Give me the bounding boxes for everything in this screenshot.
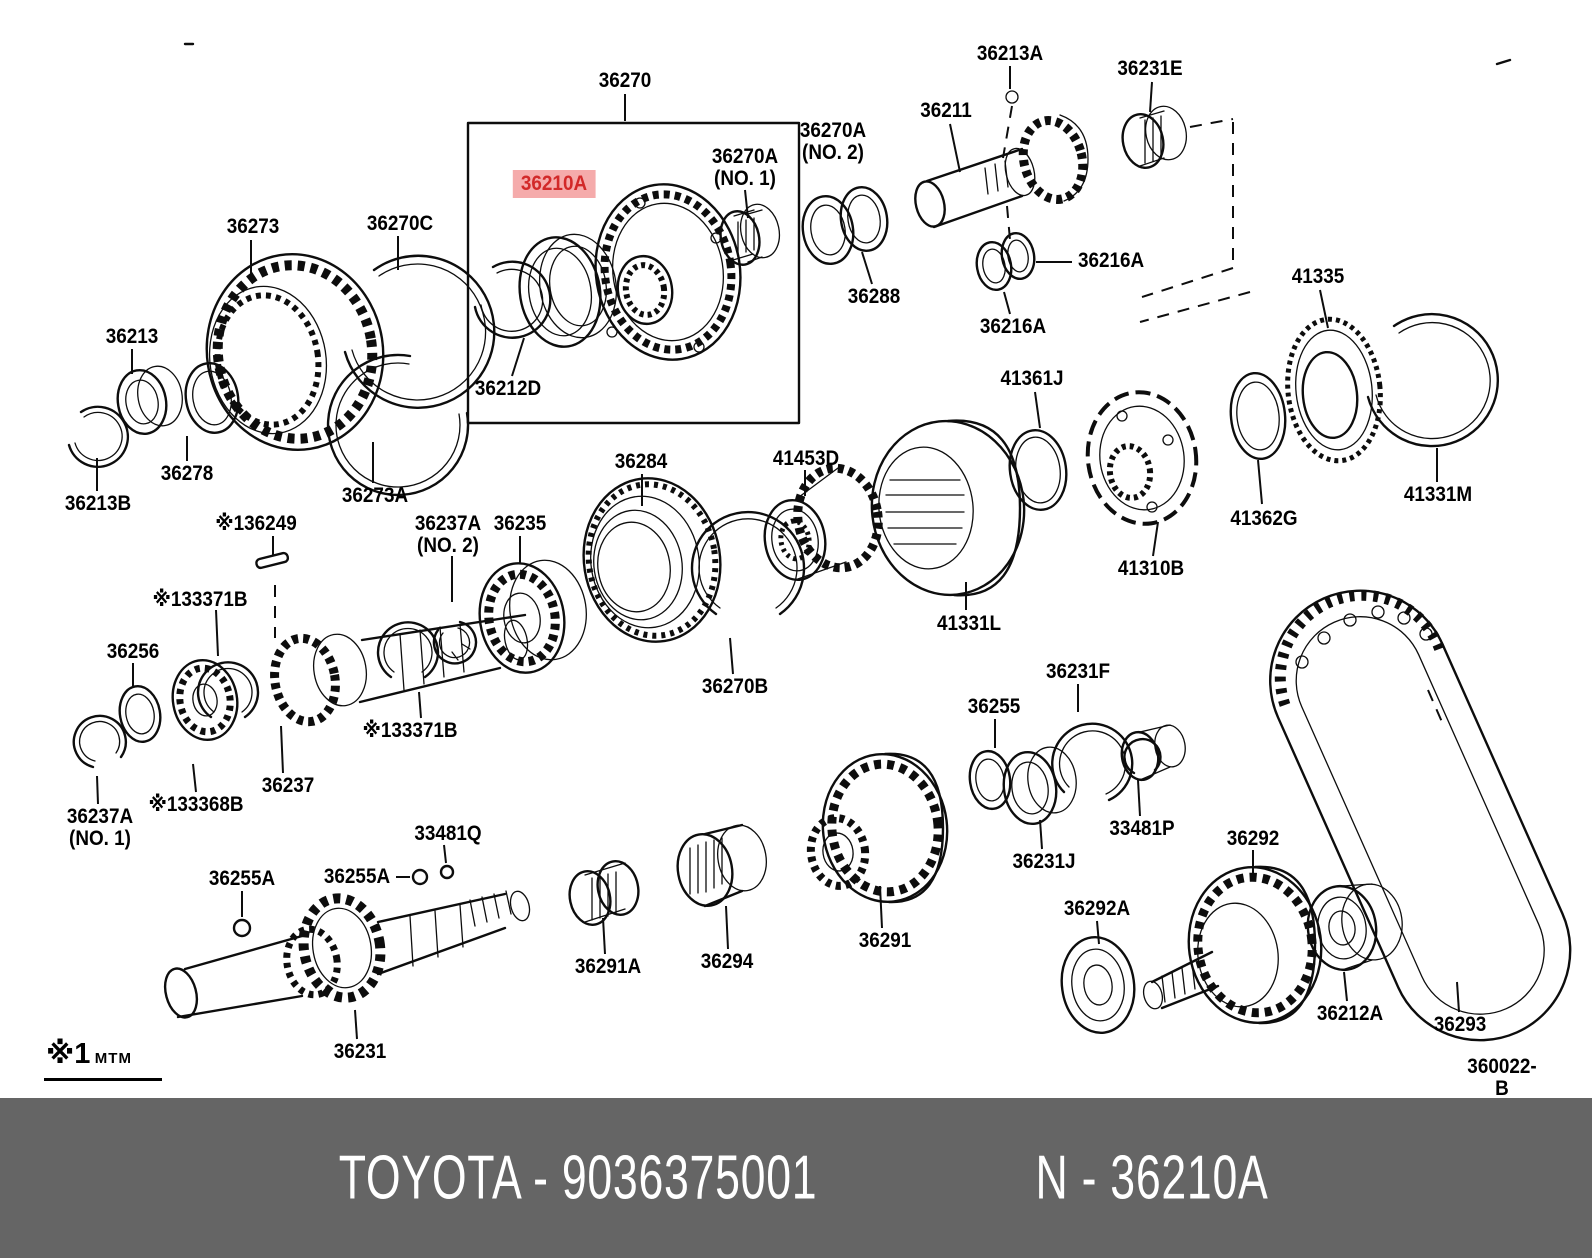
part-36213b-snap-ring bbox=[67, 405, 130, 468]
part-36270b-snap-ring bbox=[690, 510, 806, 616]
part-36270-planetary-carrier bbox=[594, 183, 742, 361]
corner-tick-marks bbox=[183, 42, 1512, 66]
part-36237a-no2-e-ring bbox=[432, 620, 478, 665]
part-36212a-bearing bbox=[1306, 883, 1403, 972]
part-banner: TOYOTA - 9036375001 N - 36210A bbox=[0, 1098, 1592, 1258]
leader-lines bbox=[96, 66, 1460, 1040]
part-36213a-ball bbox=[1005, 90, 1019, 104]
part-33481p-plug bbox=[1120, 724, 1186, 782]
part-41361j-race bbox=[1008, 428, 1068, 512]
part-36291-sprocket-hub bbox=[806, 752, 949, 904]
part-36291a-needle-bearings bbox=[568, 860, 640, 926]
part-36235-synchronizer-hub bbox=[478, 559, 587, 674]
footnote-mtm: ※1 MTM bbox=[44, 1036, 162, 1081]
part-41331m-snap-ring bbox=[1366, 312, 1499, 448]
exploded-parts-drawing bbox=[67, 42, 1572, 1042]
part-36273-clutch-drum bbox=[205, 253, 385, 451]
part-36255a-ball-right bbox=[411, 868, 429, 886]
part-41310b-planetary-carrier bbox=[1085, 390, 1199, 526]
part-136249-slotted-pin bbox=[255, 551, 290, 638]
dashed-reference-lines bbox=[1139, 118, 1443, 723]
part-36231j-bearing bbox=[1002, 746, 1077, 826]
part-36270a-no2-race bbox=[801, 194, 855, 266]
part-36293-drive-chain bbox=[1269, 589, 1572, 1042]
part-36284-synchronizer-ring bbox=[582, 477, 722, 643]
part-36231-output-shaft bbox=[163, 864, 531, 1019]
part-36210a-oil-pump-bearing bbox=[518, 233, 618, 348]
part-36292a-bearing bbox=[1060, 936, 1136, 1034]
part-41331l-clutch-drum bbox=[870, 419, 1026, 597]
footnote-marker: ※1 bbox=[46, 1038, 91, 1070]
part-33481q-ball bbox=[439, 864, 455, 880]
part-36288-race bbox=[839, 185, 889, 253]
part-36216a-races bbox=[975, 231, 1036, 292]
part-36237a-no1-snap-ring bbox=[72, 714, 128, 769]
part-41453d-clutch-hub bbox=[763, 463, 883, 581]
part-41362g-race bbox=[1229, 371, 1287, 461]
part-36270a-no1-needle-bearing bbox=[719, 203, 781, 266]
part-36231e-needle-bearing bbox=[1121, 105, 1188, 169]
banner-brand-part-number: TOYOTA - 9036375001 bbox=[338, 1143, 818, 1213]
part-36294-needle-bearing bbox=[676, 823, 767, 908]
part-41335-thrust-plate bbox=[1285, 316, 1383, 464]
part-133371b-snap-ring-rear bbox=[376, 621, 440, 679]
banner-catalog-number: N - 36210A bbox=[1035, 1143, 1269, 1213]
part-36255a-ball-left bbox=[232, 918, 252, 938]
part-36213-race bbox=[116, 365, 183, 435]
part-36231f-snap-ring bbox=[1051, 722, 1134, 802]
part-36270c-snap-ring bbox=[343, 254, 496, 409]
part-36292-driven-gear bbox=[1142, 865, 1323, 1025]
part-36273a-snap-ring bbox=[326, 353, 470, 497]
part-36212d-snap-ring bbox=[473, 260, 552, 339]
part-133368b-gear-hub bbox=[171, 659, 239, 741]
part-36237-hub-and-shaft bbox=[196, 613, 529, 727]
part-36256-race bbox=[118, 685, 162, 743]
part-36211-input-shaft bbox=[914, 90, 1089, 241]
part-36278-race bbox=[184, 362, 240, 434]
footnote-code: MTM bbox=[94, 1050, 132, 1067]
